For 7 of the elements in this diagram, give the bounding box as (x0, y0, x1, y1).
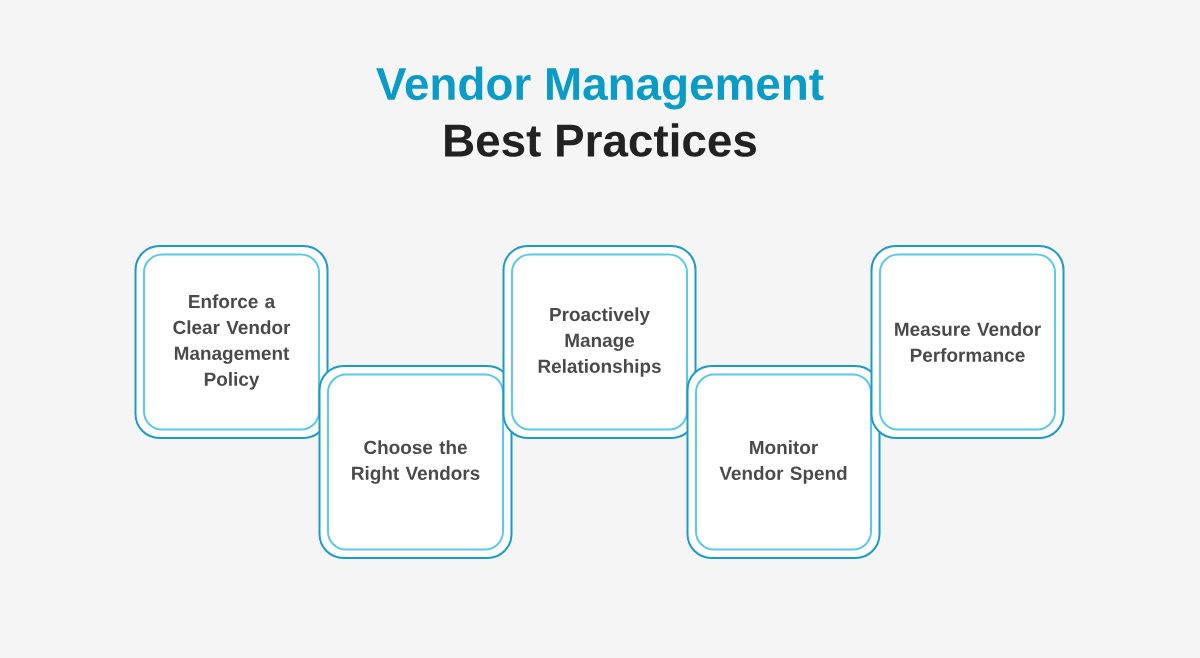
step-box: Monitor Vendor Spend (686, 365, 881, 559)
subtitle: Best Practices (445, 123, 756, 157)
step-box: Proactively Manage Relationships (502, 245, 697, 439)
step-box: Measure Vendor Performance (870, 245, 1065, 439)
step-box: Enforce a Clear Vendor Management Policy (134, 245, 329, 439)
title: Vendor Management (376, 66, 824, 110)
step-box: Choose the Right Vendors (318, 365, 513, 559)
